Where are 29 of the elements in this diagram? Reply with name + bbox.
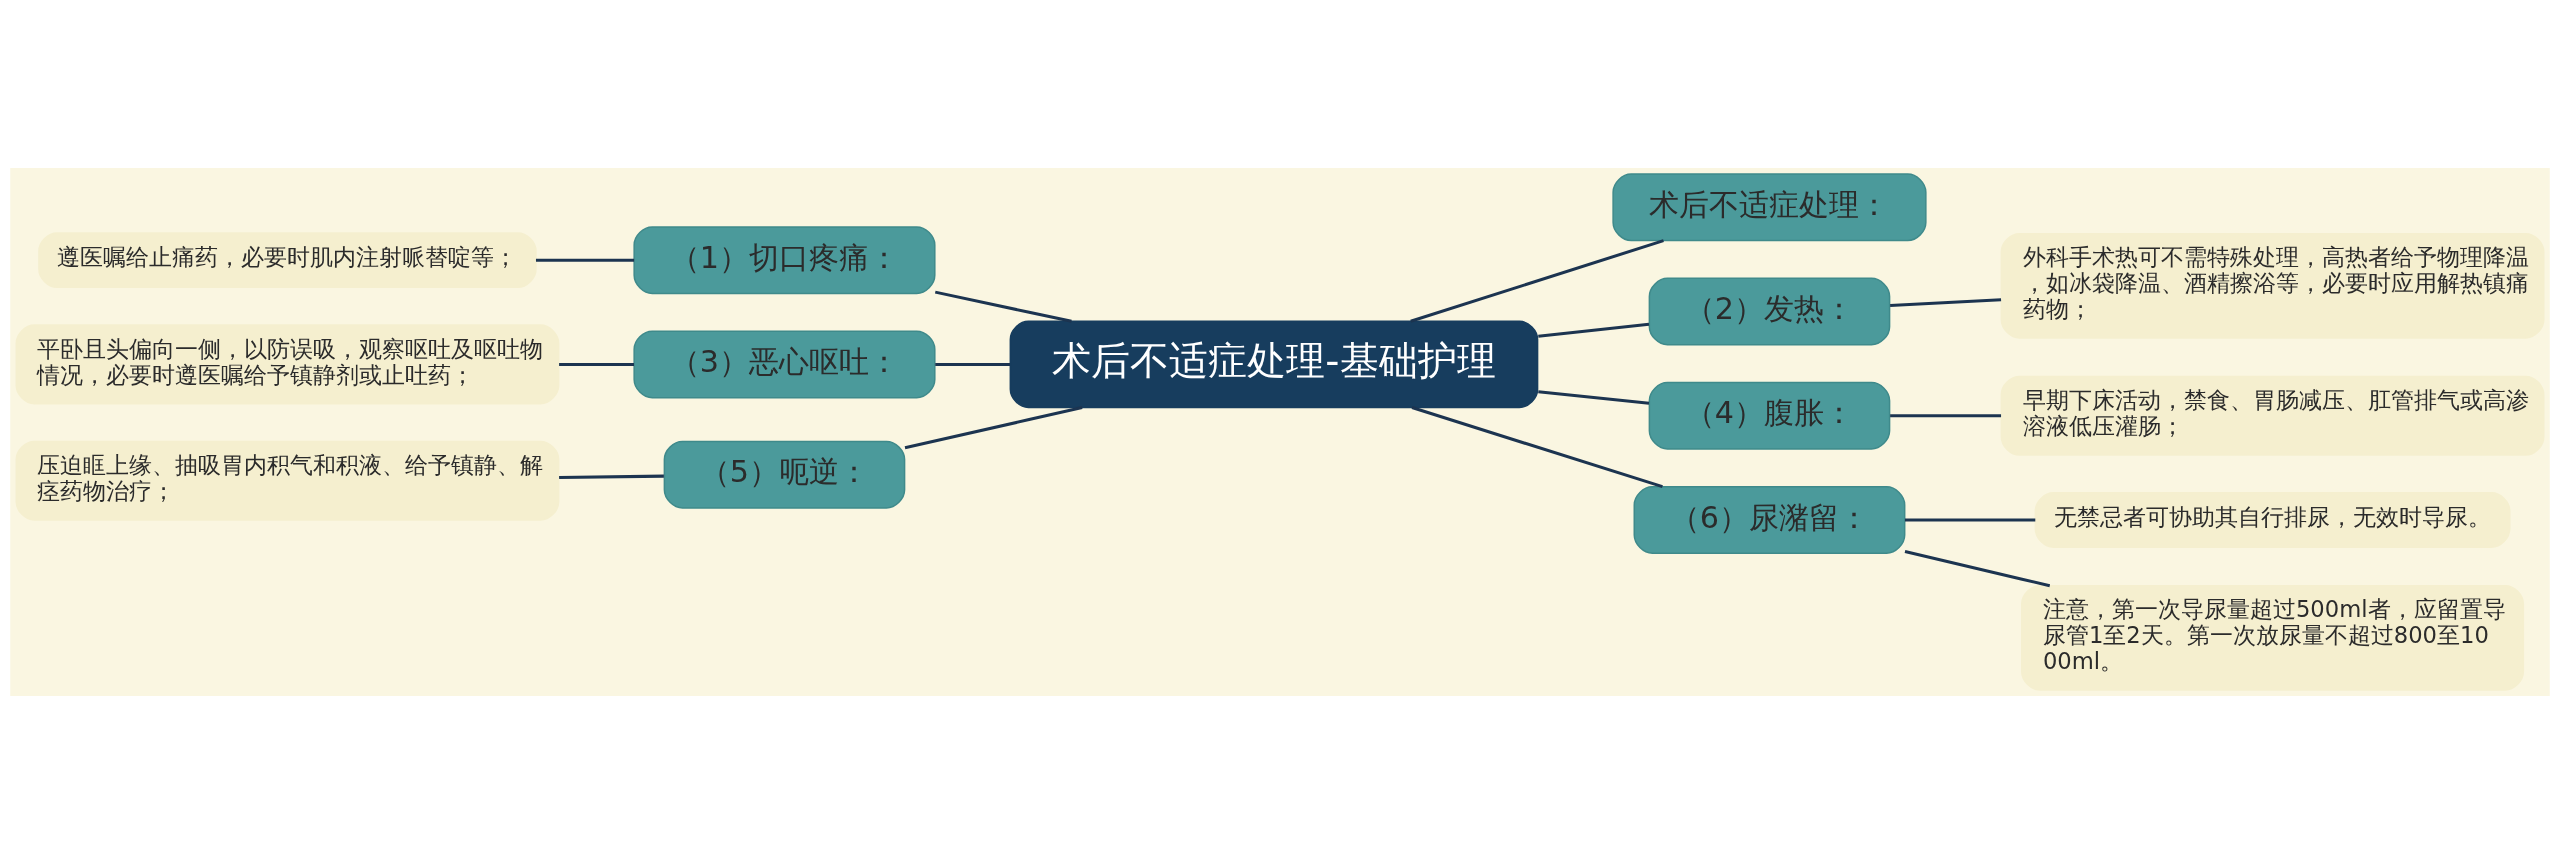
node-box: 术后不适症处理： <box>1612 173 1927 242</box>
node-box: （5）呃逆： <box>663 440 906 509</box>
node-box: 注意，第一次导尿量超过500ml者，应留置导尿管1至2天。第一次放尿量不超过800至1000ml。 <box>2021 584 2525 691</box>
connector <box>559 362 634 366</box>
connector <box>1538 390 1650 405</box>
node-box: 遵医嘱给止痛药，必要时肌内注射哌替啶等； <box>38 232 537 289</box>
connector <box>935 362 1011 366</box>
node-box: （1）切口疼痛： <box>633 226 936 295</box>
connector <box>1890 298 2002 307</box>
node-box: 压迫眶上缘、抽吸胃内积气和积液、给予镇静、解痉药物治疗； <box>15 440 560 521</box>
connector <box>1904 550 2051 588</box>
node-box: （2）发热： <box>1648 277 1891 346</box>
node-box: 术后不适症处理-基础护理 <box>1009 320 1539 409</box>
node-box: 平卧且头偏向一侧，以防误吸，观察呕吐及呕吐物情况，必要时遵医嘱给予镇静剂或止吐药； <box>15 324 560 405</box>
connector <box>535 258 635 262</box>
connector <box>559 474 664 479</box>
node-box: 无禁忌者可协助其自行排尿，无效时导尿。 <box>2034 492 2511 548</box>
node-box: （3）恶心呕吐： <box>633 330 936 399</box>
connector <box>1411 406 1663 489</box>
node-box: 早期下床活动，禁食、胃肠减压、肛管排气或高渗溶液低压灌肠； <box>2000 375 2545 456</box>
connector <box>1905 518 2036 522</box>
node-box: 外科手术热可不需特殊处理，高热者给予物理降温，如冰袋降温、酒精擦浴等，必要时应用解热镇痛药物； <box>2000 232 2545 339</box>
connector <box>1410 239 1664 323</box>
connector <box>934 290 1072 323</box>
node-box: （4）腹胀： <box>1648 381 1891 450</box>
node-box: （6）尿潴留： <box>1633 486 1906 554</box>
connector <box>1538 322 1650 338</box>
connector <box>1890 414 2002 418</box>
connector <box>904 406 1083 450</box>
